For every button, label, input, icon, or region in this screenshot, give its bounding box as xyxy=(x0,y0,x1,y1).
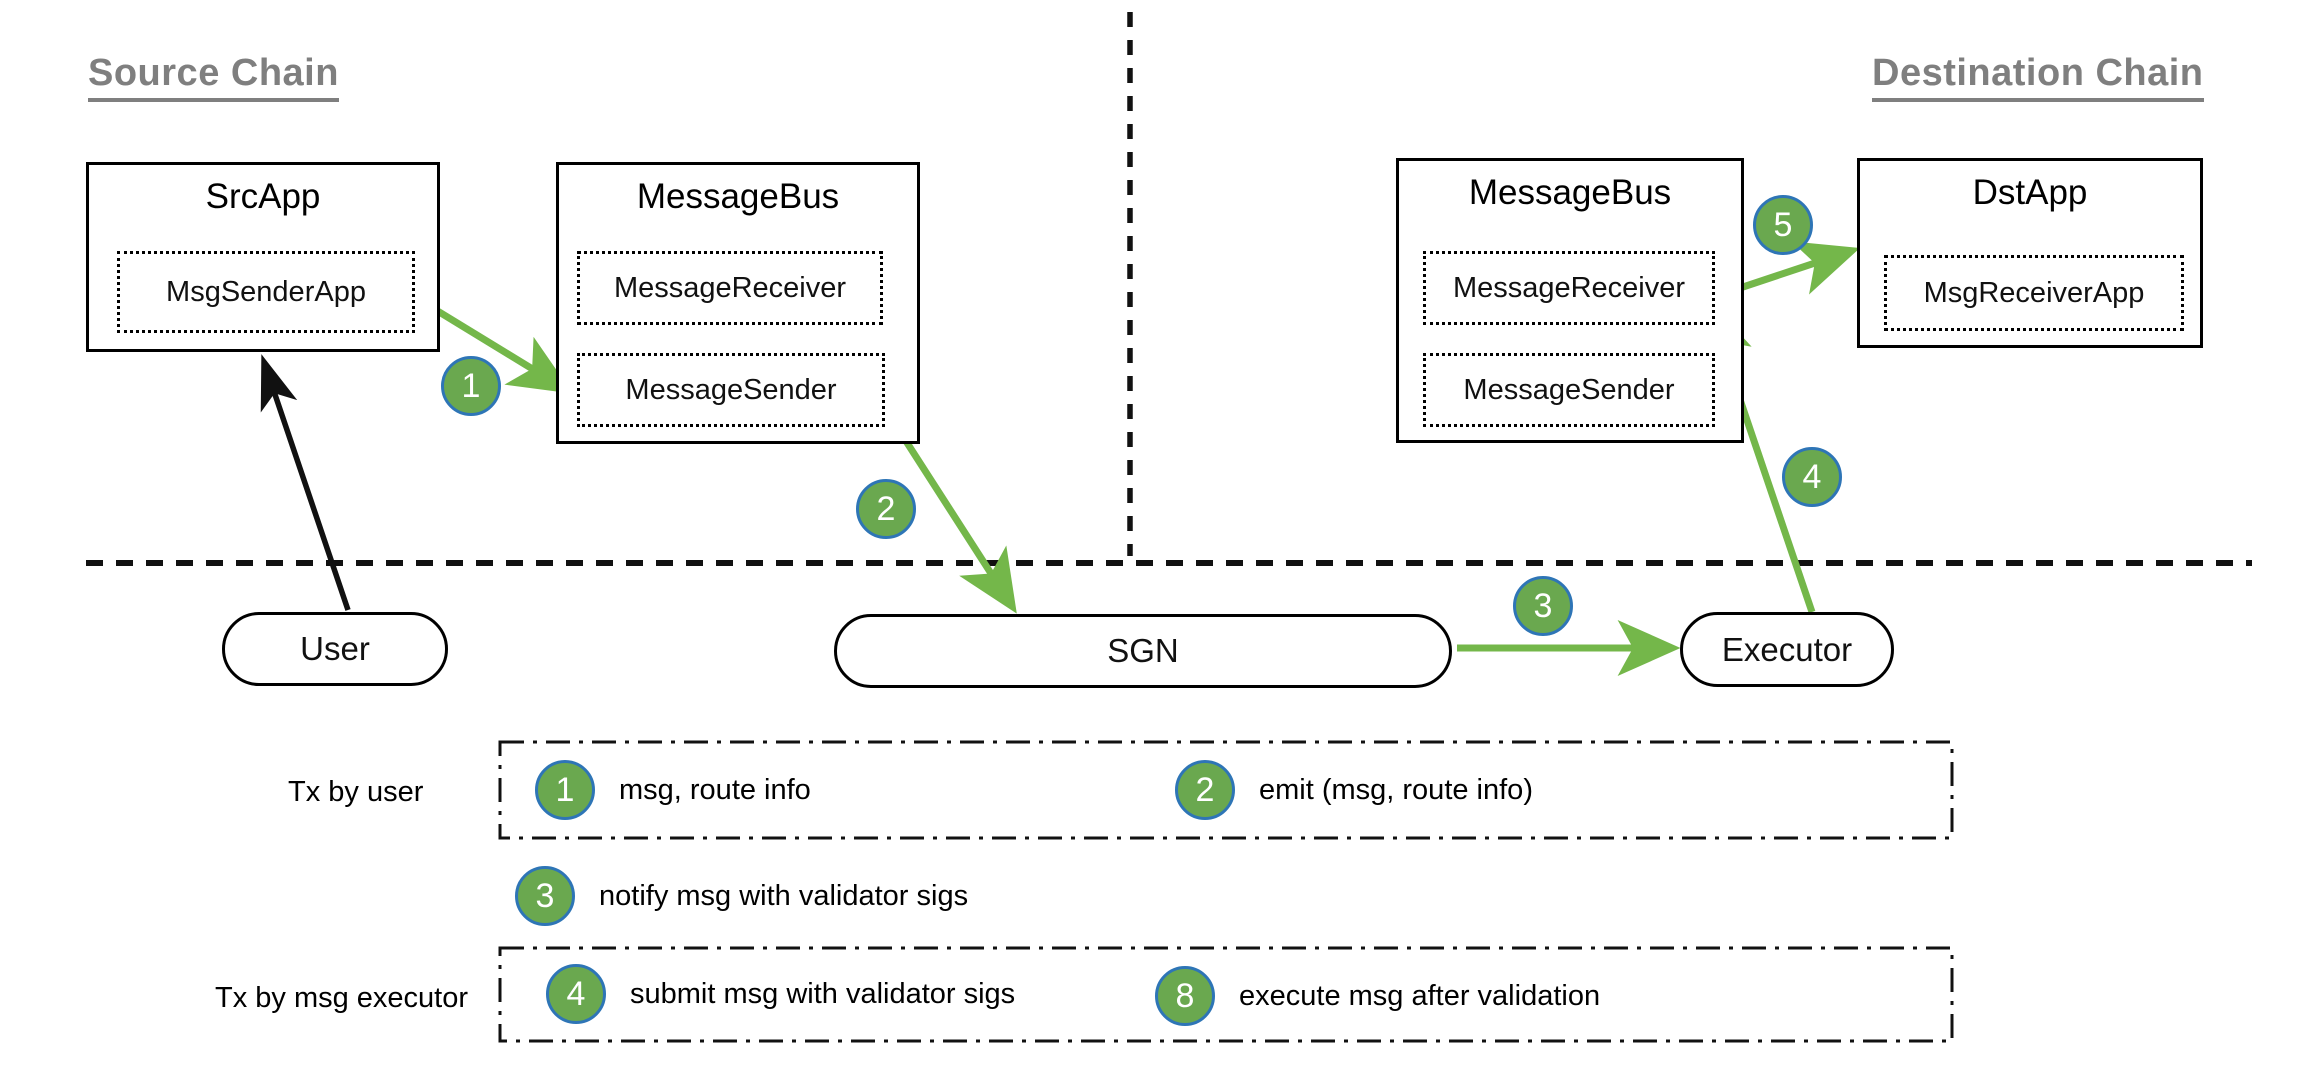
sgn-pill: SGN xyxy=(834,614,1452,688)
legend-badge-1: 1 xyxy=(535,760,595,820)
legend-item-1: 1 msg, route info xyxy=(535,760,811,820)
msg-sender-app-box: MsgSenderApp xyxy=(117,251,415,333)
legend-text-1: msg, route info xyxy=(619,773,811,806)
source-chain-heading: Source Chain xyxy=(88,52,339,102)
legend-text-4: submit msg with validator sigs xyxy=(630,977,1016,1010)
message-receiver-destination-box: MessageReceiver xyxy=(1423,251,1715,325)
legend-item-3: 3 notify msg with validator sigs xyxy=(515,866,968,926)
message-sender-source-box: MessageSender xyxy=(577,353,885,427)
message-bus-source-box: MessageBus MessageReceiver MessageSender xyxy=(556,162,920,444)
legend-text-3: notify msg with validator sigs xyxy=(599,879,969,912)
legend-label-tx-by-user: Tx by user xyxy=(288,776,424,808)
msg-receiver-app-box: MsgReceiverApp xyxy=(1884,255,2184,331)
legend-text-2: emit (msg, route info) xyxy=(1259,773,1533,806)
src-app-title: SrcApp xyxy=(205,177,321,216)
legend-badge-2: 2 xyxy=(1175,760,1235,820)
legend-item-4: 4 submit msg with validator sigs xyxy=(546,964,1015,1024)
executor-pill: Executor xyxy=(1680,612,1894,687)
message-bus-destination-box: MessageBus MessageReceiver MessageSender xyxy=(1396,158,1744,443)
legend-badge-8: 8 xyxy=(1155,966,1215,1026)
user-pill: User xyxy=(222,612,448,686)
legend-item-8: 8 execute msg after validation xyxy=(1155,966,1600,1026)
arrow-step-5 xyxy=(1738,241,1860,295)
arrow-user-to-srcapp xyxy=(260,354,351,611)
dst-app-title: DstApp xyxy=(1972,173,2088,212)
step-badge-5: 5 xyxy=(1753,195,1813,255)
legend-text-8: execute msg after validation xyxy=(1239,979,1601,1012)
legend-label-tx-by-executor: Tx by msg executor xyxy=(215,982,469,1014)
src-app-box: SrcApp MsgSenderApp xyxy=(86,162,440,352)
destination-chain-heading: Destination Chain xyxy=(1872,52,2204,102)
legend-badge-4: 4 xyxy=(546,964,606,1024)
step-badge-2: 2 xyxy=(856,479,916,539)
legend-badge-3: 3 xyxy=(515,866,575,926)
message-bus-destination-title: MessageBus xyxy=(1468,173,1672,212)
dst-app-box: DstApp MsgReceiverApp xyxy=(1857,158,2203,348)
step-badge-1: 1 xyxy=(441,356,501,416)
legend-item-2: 2 emit (msg, route info) xyxy=(1175,760,1533,820)
step-badge-4: 4 xyxy=(1782,447,1842,507)
step-badge-3: 3 xyxy=(1513,576,1573,636)
message-sender-destination-box: MessageSender xyxy=(1423,353,1715,427)
message-receiver-source-box: MessageReceiver xyxy=(577,251,883,325)
message-bus-source-title: MessageBus xyxy=(636,177,840,216)
